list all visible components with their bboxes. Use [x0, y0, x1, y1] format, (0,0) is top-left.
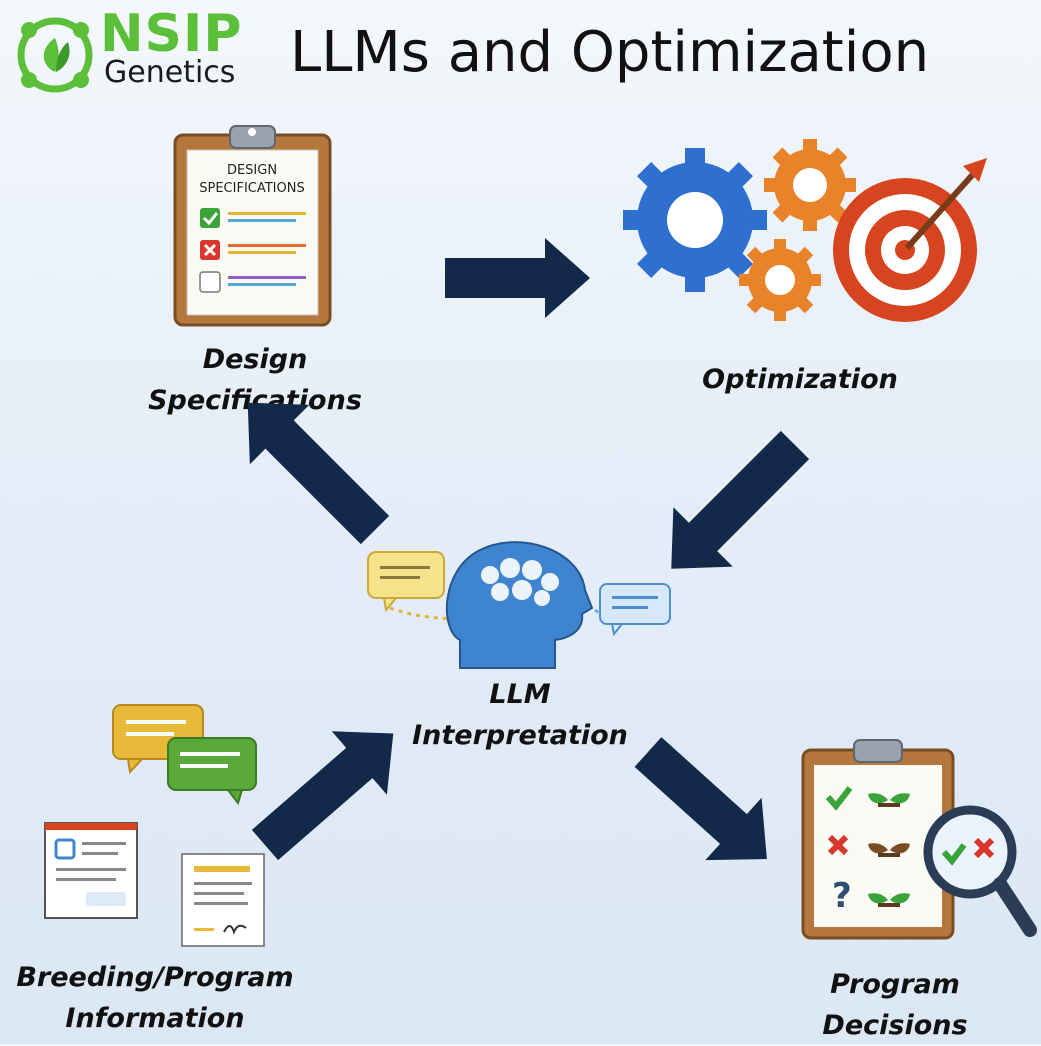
breeding-program-information-label: Breeding/Program Information	[5, 958, 305, 1039]
decisions-label-line2: Decisions	[775, 1006, 1015, 1046]
chat-bubbles-icon	[108, 700, 268, 810]
program-decisions-label: Program Decisions	[775, 965, 1015, 1046]
llm-interpretation-label: LLM Interpretation	[400, 675, 640, 756]
llm-label-line1: LLM	[400, 675, 640, 716]
brain-head-icon	[360, 530, 680, 670]
documents-icon	[42, 820, 272, 950]
breeding-label-line2: Information	[5, 999, 305, 1040]
svg-text:?: ?	[832, 876, 852, 916]
llm-label-line2: Interpretation	[400, 716, 640, 757]
magnifier-icon	[918, 800, 1038, 940]
decisions-label-line1: Program	[775, 965, 1015, 1006]
breeding-label-line1: Breeding/Program	[5, 958, 305, 999]
